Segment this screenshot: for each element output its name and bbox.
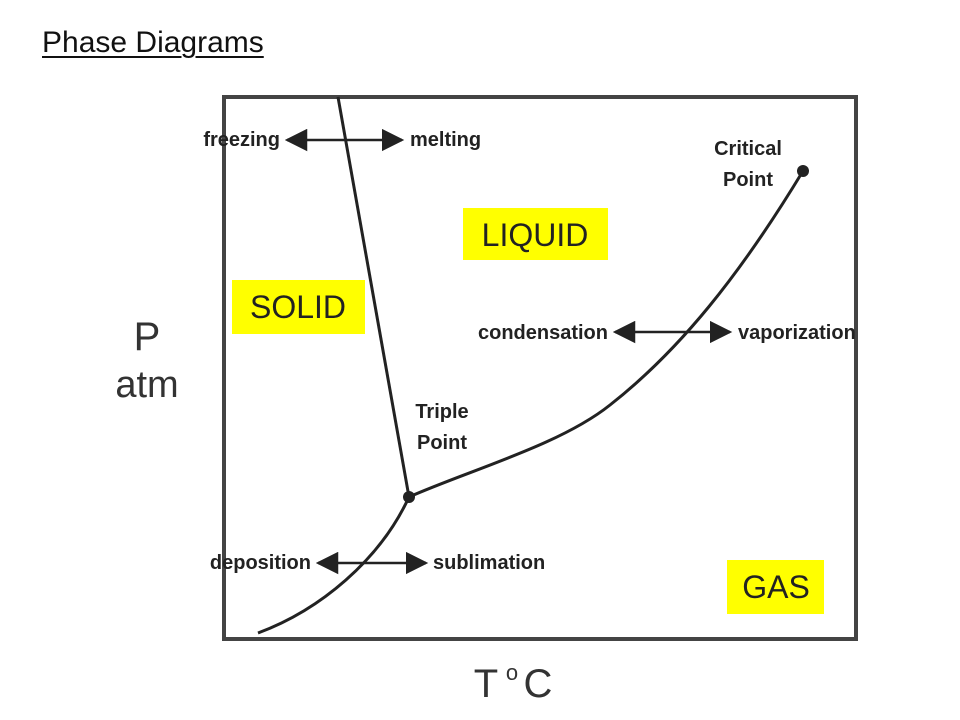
gas-label: GAS [742, 569, 810, 605]
vaporization-label: vaporization [738, 322, 856, 344]
deposition-label: deposition [210, 552, 311, 574]
liquid-region-box [463, 208, 608, 260]
x-axis-degree: o [506, 660, 518, 685]
critical-point-label-line2: Point [723, 169, 773, 191]
solid-gas-boundary [257, 496, 411, 635]
critical-point-label-line1: Critical [714, 138, 782, 160]
liquid-label: LIQUID [482, 217, 589, 253]
y-axis-symbol: P [134, 315, 161, 359]
condensation-label: condensation [478, 322, 608, 344]
sublimation-label: sublimation [433, 552, 545, 574]
gas-region-box [727, 560, 824, 614]
x-axis-unit: C [524, 662, 553, 706]
triple-point-label-line1: Triple [415, 401, 468, 423]
triple-point-dot [403, 491, 415, 503]
page-title: Phase Diagrams [42, 26, 264, 59]
solid-label: SOLID [250, 289, 346, 325]
melting-label: melting [410, 129, 481, 151]
triple-point-label-line2: Point [417, 432, 467, 454]
liquid-gas-boundary [408, 170, 805, 499]
y-axis-unit: atm [115, 364, 178, 406]
solid-liquid-boundary [336, 96, 411, 498]
freezing-label: freezing [203, 129, 280, 151]
plot-frame [222, 95, 858, 641]
solid-region-box [232, 280, 365, 334]
x-axis-symbol: T [474, 662, 498, 706]
critical-point-dot [797, 165, 809, 177]
